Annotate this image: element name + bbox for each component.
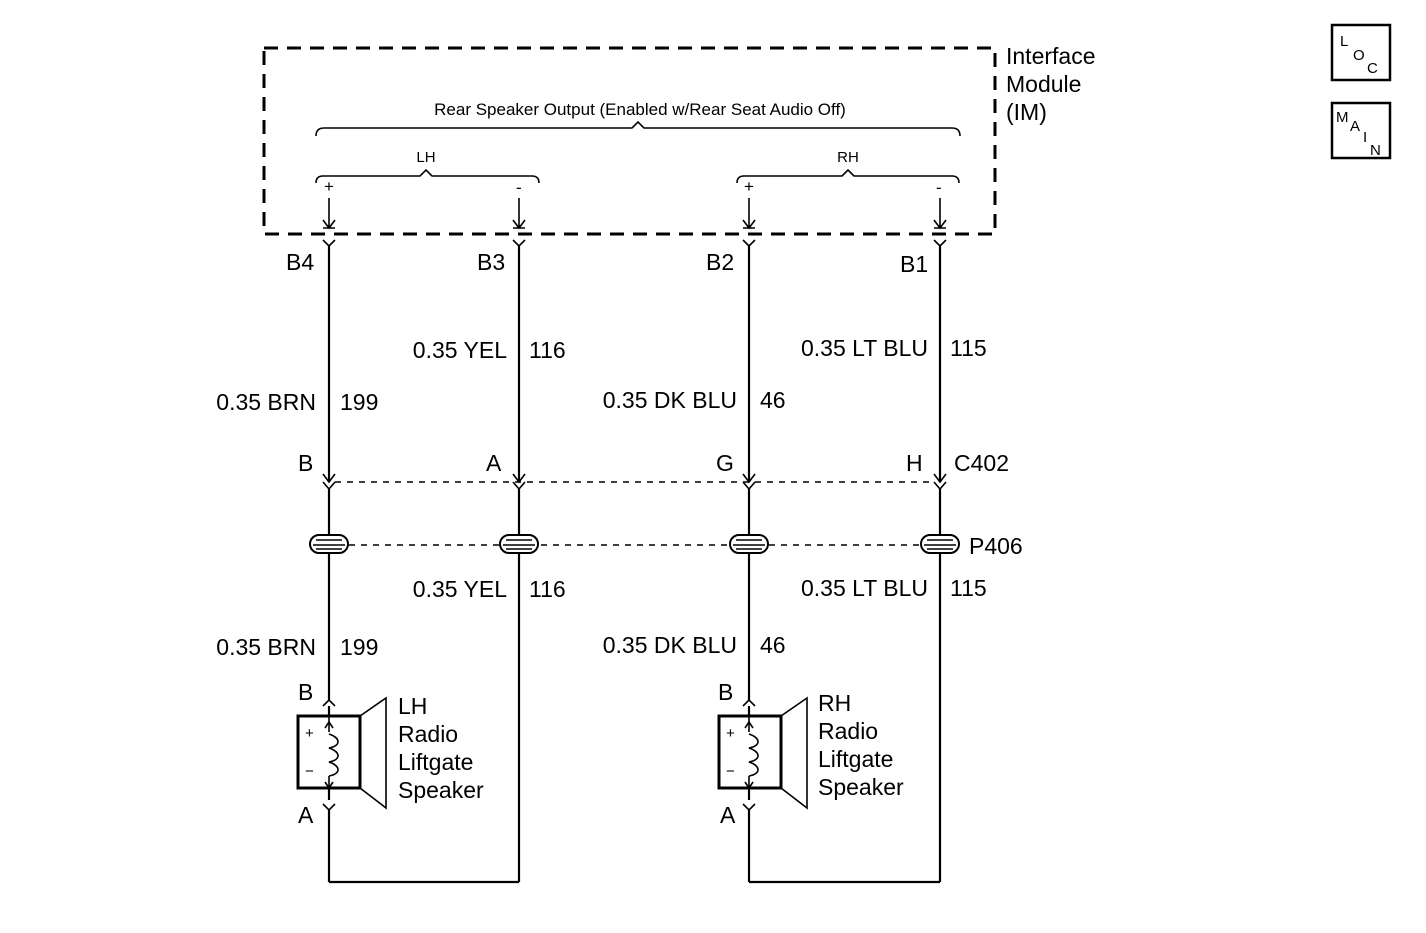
upper-wire1-circuit: 199 bbox=[340, 389, 378, 415]
svg-text:L: L bbox=[1340, 33, 1348, 50]
rh-speaker-cone bbox=[780, 696, 808, 810]
lower-wire4-color: 0.35 LT BLU bbox=[801, 575, 928, 601]
lh-speaker-name-line2: Radio bbox=[398, 721, 458, 747]
svg-text:I: I bbox=[1363, 129, 1367, 146]
rh-output-label: RH bbox=[837, 149, 859, 166]
wire-199 bbox=[322, 239, 336, 700]
svg-text:O: O bbox=[1353, 47, 1365, 64]
pin-b3: B3 bbox=[477, 249, 505, 275]
lower-wire2-circuit: 116 bbox=[529, 576, 566, 602]
splice-116 bbox=[499, 534, 539, 554]
rear-speaker-output-label: Rear Speaker Output (Enabled w/Rear Seat… bbox=[434, 100, 846, 119]
pin-b2: B2 bbox=[706, 249, 734, 275]
wire-115 bbox=[933, 239, 947, 882]
upper-wire4-color: 0.35 LT BLU bbox=[801, 335, 928, 361]
lower-wire1-circuit: 199 bbox=[340, 634, 378, 660]
lower-wire1-color: 0.35 BRN bbox=[216, 634, 316, 660]
wire-116 bbox=[512, 239, 526, 882]
lh-speaker-cone bbox=[359, 696, 387, 810]
rh-speaker-name-line4: Speaker bbox=[818, 774, 904, 800]
module-boundary bbox=[262, 46, 997, 236]
lh-speaker-pin-b: B bbox=[298, 679, 313, 705]
module-output-arrows bbox=[322, 198, 947, 230]
rh-speaker-name-line3: Liftgate bbox=[818, 746, 893, 772]
lh-minus-sign: - bbox=[516, 178, 522, 197]
lh-speaker-name-line4: Speaker bbox=[398, 777, 484, 803]
splice-46 bbox=[729, 534, 769, 554]
pin-b4: B4 bbox=[286, 249, 314, 275]
lh-plus-sign: + bbox=[324, 177, 334, 196]
c402-label: C402 bbox=[954, 450, 1009, 476]
upper-wire2-color: 0.35 YEL bbox=[413, 337, 507, 363]
rh-speaker-pin-a: A bbox=[720, 802, 736, 828]
rh-coil-icon bbox=[748, 733, 759, 777]
module-title-line1: Interface bbox=[1006, 43, 1096, 69]
lh-speaker-name-line3: Liftgate bbox=[398, 749, 473, 775]
rh-speaker-name-line1: RH bbox=[818, 690, 851, 716]
lower-wire3-color: 0.35 DK BLU bbox=[603, 632, 737, 658]
svg-text:M: M bbox=[1336, 109, 1349, 126]
lh-speaker: B + − A LH Radio Liftgate Speaker bbox=[296, 679, 519, 884]
interface-module: Interface Module (IM) Rear Speaker Outpu… bbox=[262, 43, 1096, 236]
lh-coil-icon bbox=[328, 733, 339, 777]
pin-b1: B1 bbox=[900, 251, 928, 277]
lh-speaker-minus: − bbox=[305, 763, 314, 780]
svg-text:C: C bbox=[1367, 60, 1378, 77]
rh-speaker-name-line2: Radio bbox=[818, 718, 878, 744]
upper-wire1-color: 0.35 BRN bbox=[216, 389, 316, 415]
rh-minus-sign: - bbox=[936, 178, 942, 197]
upper-wire2-circuit: 116 bbox=[529, 337, 566, 363]
rh-speaker-pin-b: B bbox=[718, 679, 733, 705]
rh-brace bbox=[736, 168, 960, 184]
rh-speaker-plus: + bbox=[726, 725, 735, 742]
lh-speaker-pin-a: A bbox=[298, 802, 314, 828]
c402-pin-b: B bbox=[298, 450, 313, 476]
lh-speaker-name-line1: LH bbox=[398, 693, 427, 719]
c402-pin-a: A bbox=[486, 450, 502, 476]
module-title-line3: (IM) bbox=[1006, 99, 1047, 125]
splice-p406: P406 bbox=[309, 533, 1023, 559]
lower-wire4-circuit: 115 bbox=[950, 575, 987, 601]
wire-46 bbox=[742, 239, 756, 700]
rh-plus-sign: + bbox=[744, 177, 754, 196]
rh-speaker-minus: − bbox=[726, 763, 735, 780]
lh-brace bbox=[315, 168, 540, 184]
svg-text:N: N bbox=[1370, 142, 1381, 159]
output-brace bbox=[315, 120, 961, 137]
upper-wire4-circuit: 115 bbox=[950, 335, 987, 361]
main-icon[interactable]: M A I N bbox=[1330, 101, 1392, 160]
upper-wire3-color: 0.35 DK BLU bbox=[603, 387, 737, 413]
module-title-line2: Module bbox=[1006, 71, 1081, 97]
splice-115 bbox=[920, 534, 960, 554]
svg-text:A: A bbox=[1350, 118, 1360, 135]
lh-speaker-plus: + bbox=[305, 725, 314, 742]
rh-speaker: B + − A RH Radio Liftgate Speaker bbox=[717, 679, 940, 884]
splice-199 bbox=[309, 534, 349, 554]
p406-label: P406 bbox=[969, 533, 1023, 559]
connector-c402: B A G H C402 bbox=[298, 450, 1009, 483]
c402-pin-g: G bbox=[716, 450, 734, 476]
lower-wire3-circuit: 46 bbox=[760, 632, 786, 658]
lower-wire2-color: 0.35 YEL bbox=[413, 576, 507, 602]
lh-output-label: LH bbox=[416, 149, 435, 166]
c402-pin-h: H bbox=[906, 450, 923, 476]
loc-icon[interactable]: L O C bbox=[1330, 23, 1392, 82]
upper-wire3-circuit: 46 bbox=[760, 387, 786, 413]
